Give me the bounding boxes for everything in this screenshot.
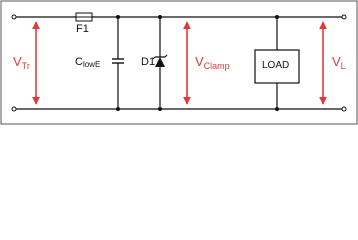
v-tr-label: VTr — [13, 54, 30, 71]
diode-label: D1 — [141, 56, 156, 68]
capacitor-label: ClowE — [75, 56, 101, 69]
junction-dot — [116, 15, 120, 19]
figure-frame — [0, 0, 358, 125]
terminal-top-left — [11, 14, 17, 20]
junction-dot — [158, 107, 162, 111]
load-box — [254, 17, 300, 109]
fuse-label: F1 — [76, 23, 89, 35]
terminal-top-right — [341, 14, 347, 20]
terminal-bottom-left — [11, 106, 17, 112]
circuit-canvas — [0, 0, 358, 125]
fuse-icon — [75, 12, 93, 22]
tvs-diode-icon — [152, 17, 168, 109]
load-label: LOAD — [262, 60, 290, 71]
v-l-label: VL — [332, 54, 346, 71]
junction-dot — [116, 107, 120, 111]
v-clamp-label: VClamp — [195, 54, 230, 71]
terminal-bottom-right — [341, 106, 347, 112]
junction-dot — [275, 15, 279, 19]
junction-dot — [275, 107, 279, 111]
junction-dot — [158, 15, 162, 19]
capacitor-icon — [112, 17, 124, 109]
circuit-diagram: VTr F1 ClowE D1 VClamp LOAD VL — [0, 0, 358, 125]
